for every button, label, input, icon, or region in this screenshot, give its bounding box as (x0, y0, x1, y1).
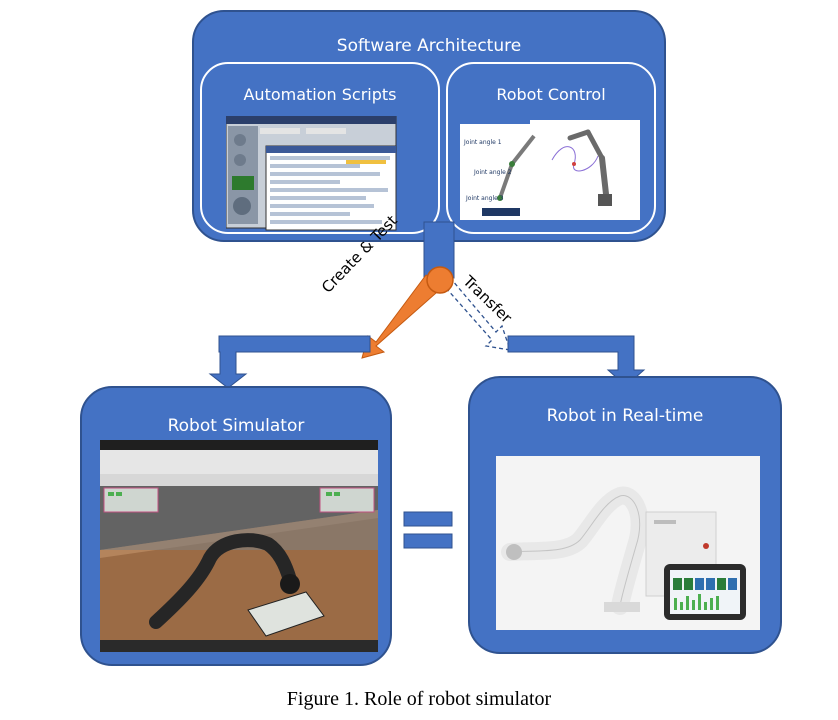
stem-connector (423, 221, 455, 279)
automation-scripts-screenshot (226, 116, 397, 231)
robot-control-screenshot: Joint angle 1 Joint angle 2 Joint angle … (460, 120, 640, 220)
robot-realtime-photo (496, 456, 760, 630)
software-architecture-title: Software Architecture (336, 36, 522, 56)
equals-sign-top (403, 511, 453, 527)
joint-angle-3-label: Joint angle 3 (465, 195, 504, 202)
equals-sign-bottom (403, 533, 453, 549)
robot-simulator-title: Robot Simulator (167, 416, 305, 436)
create-test-arrow (361, 274, 445, 359)
automation-scripts-panel: Automation Scripts (200, 62, 440, 234)
software-architecture-panel: Software Architecture Automation Scripts (192, 10, 666, 242)
left-elbow-connector (208, 335, 371, 389)
robot-realtime-title: Robot in Real-time (546, 406, 704, 426)
hub-node (426, 266, 454, 294)
robot-simulator-screenshot (100, 440, 378, 652)
robot-control-panel: Robot Control Joint angle 1 Joint angle … (446, 62, 656, 234)
automation-scripts-title: Automation Scripts (243, 85, 397, 104)
joint-angle-2-label: Joint angle 2 (473, 169, 512, 176)
joint-angle-1-label: Joint angle 1 (463, 139, 502, 146)
robot-simulator-panel: Robot Simulator (80, 386, 392, 666)
figure-caption: Figure 1. Role of robot simulator (286, 688, 552, 710)
robot-realtime-panel: Robot in Real-time (468, 376, 782, 654)
transfer-arrow (445, 278, 511, 351)
robot-control-title: Robot Control (496, 85, 606, 104)
